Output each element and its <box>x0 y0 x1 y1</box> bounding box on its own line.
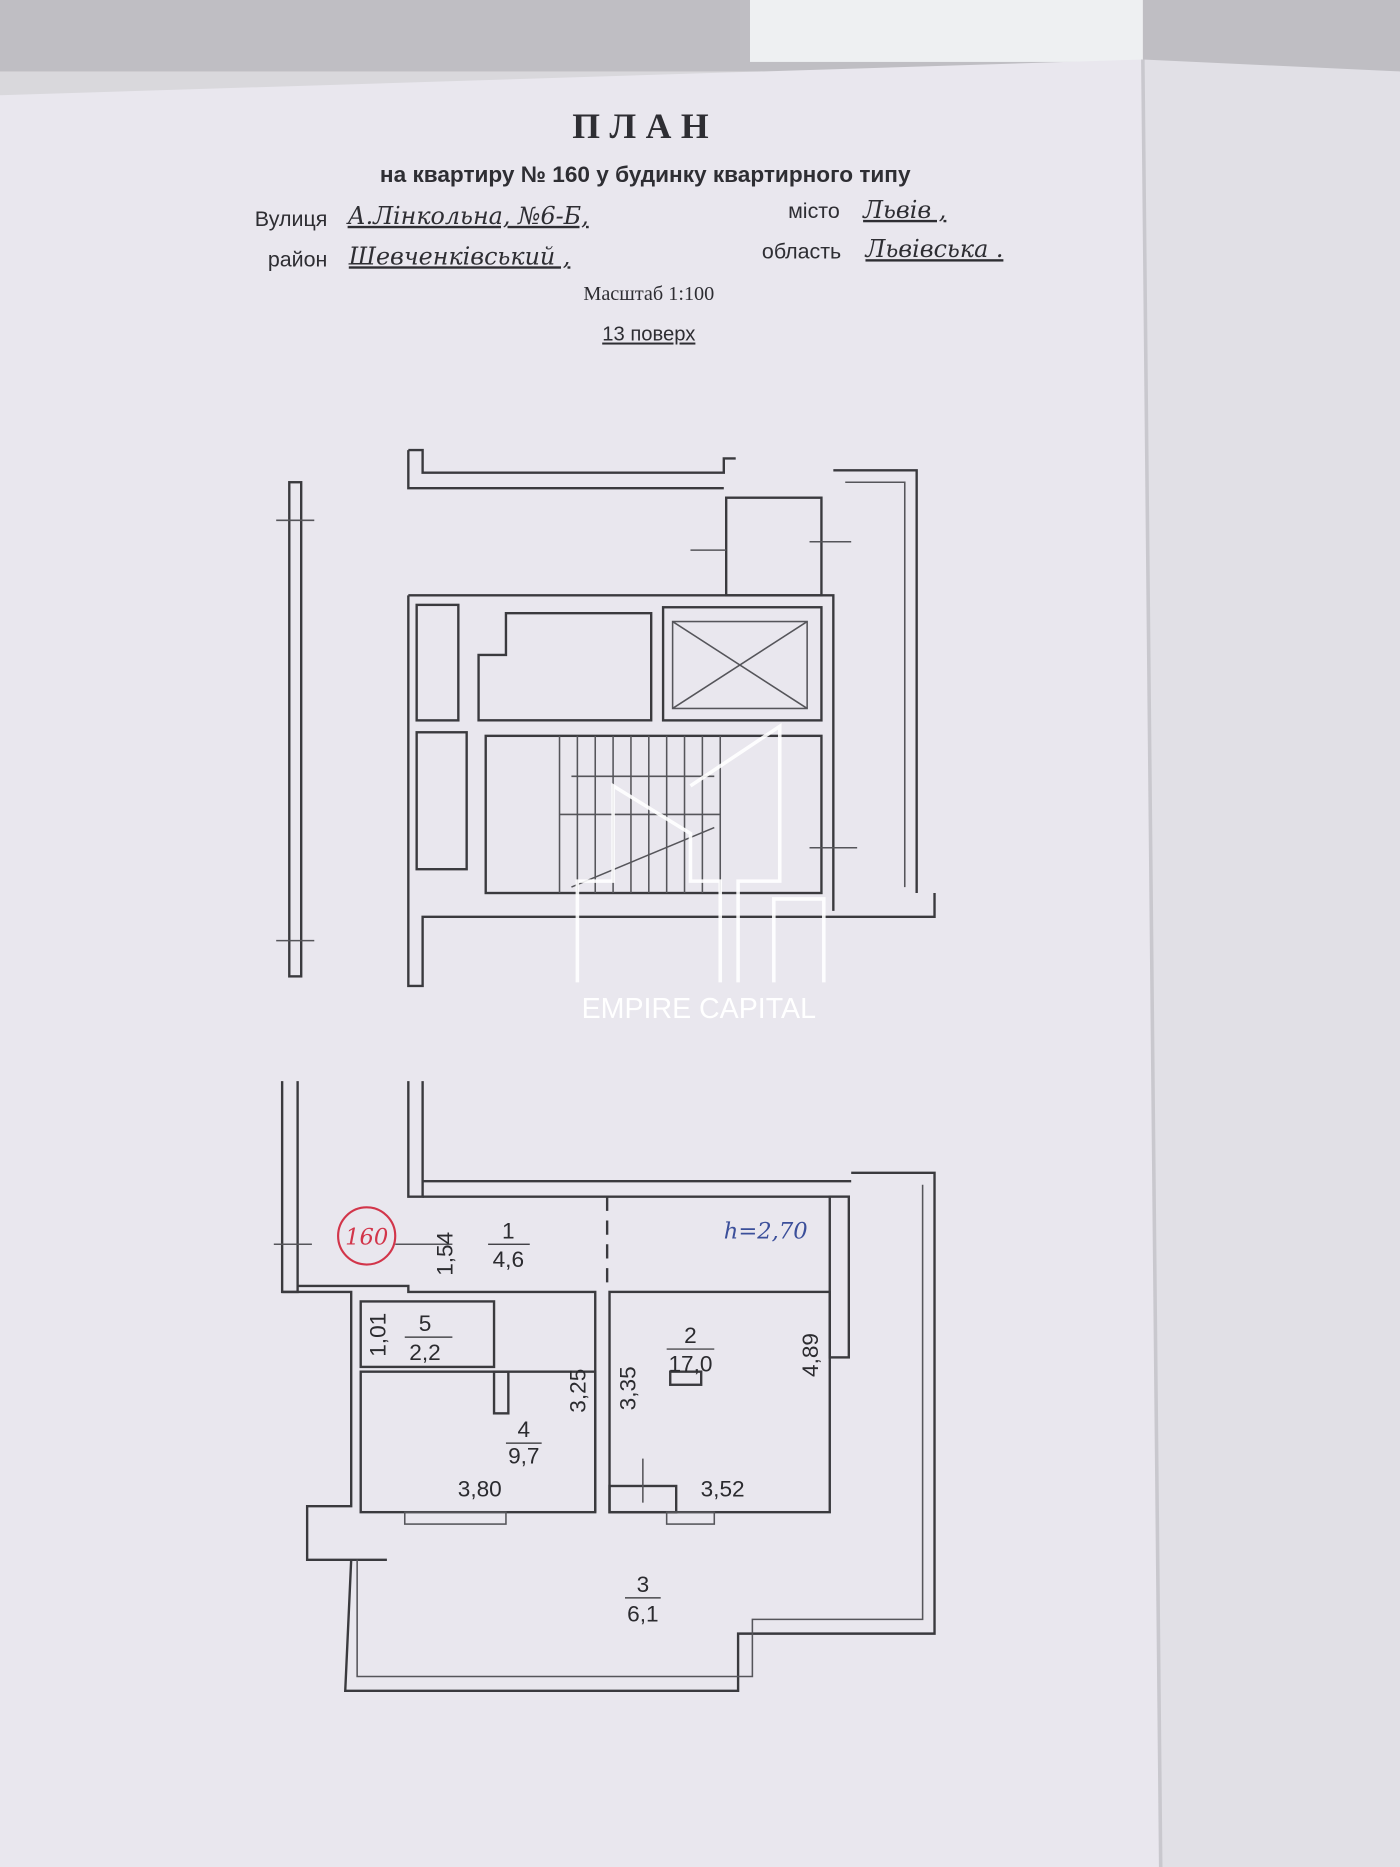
dimension-4-89: 4,89 <box>798 1333 823 1377</box>
room-4-number: 4 <box>518 1417 531 1442</box>
dimension-3-52: 3,52 <box>701 1477 745 1502</box>
empire-capital-watermark: EMPIRE CAPITAL <box>575 722 826 1025</box>
elevator-shaft <box>661 606 823 722</box>
apartment-number-stamp <box>337 1206 397 1266</box>
window <box>665 1511 716 1525</box>
room-3-area: 6,1 <box>627 1602 658 1627</box>
room-2-area: 17,0 <box>668 1352 712 1377</box>
background-object <box>750 0 1143 62</box>
district-value: Шевченківський , <box>348 242 571 270</box>
scale-text: Масштаб 1:100 <box>583 283 714 305</box>
loggia-outline <box>343 1171 936 1692</box>
paper-fold <box>1141 59 1163 1867</box>
dimension-3-80: 3,80 <box>458 1477 502 1502</box>
apartment-plan: 160 h=2,70 1 4,6 2 17,0 3 6,1 4 9,7 5 2,… <box>273 1081 936 1692</box>
room-4-area: 9,7 <box>508 1443 539 1468</box>
room-1-number: 1 <box>502 1218 515 1243</box>
staircase <box>484 734 823 895</box>
dimension-3-25: 3,25 <box>566 1369 591 1413</box>
document-header: ПЛАН на квартиру № 160 у будинку квартир… <box>255 106 1004 345</box>
building-core-plan <box>276 448 936 988</box>
room-2-outline <box>608 1290 831 1514</box>
plan-title: ПЛАН <box>572 106 718 146</box>
plan-subtitle: на квартиру № 160 у будинку квартирного … <box>380 162 911 187</box>
floor-text: 13 поверх <box>602 324 695 346</box>
watermark-text: EMPIRE CAPITAL <box>582 993 816 1025</box>
room-5-number: 5 <box>419 1311 432 1336</box>
room-5-outline <box>359 1300 496 1369</box>
background-surface <box>0 0 1400 72</box>
street-value: А.Лінкольна, №6-Б, <box>346 202 589 230</box>
ceiling-height: h=2,70 <box>724 1218 808 1244</box>
left-wall-segment <box>288 481 303 978</box>
street-label: Вулиця <box>255 207 328 231</box>
paper-sheet-right <box>1142 59 1400 1867</box>
room-5-area: 2,2 <box>409 1340 440 1365</box>
room-3-number: 3 <box>637 1572 650 1597</box>
district-label: район <box>268 248 328 272</box>
city-value: Львів , <box>862 196 946 224</box>
room-1-area: 4,6 <box>493 1247 524 1272</box>
apartment-number: 160 <box>345 1224 388 1250</box>
watermark-logo-icon <box>575 782 723 983</box>
region-label: область <box>762 239 841 263</box>
paper-sheet <box>0 59 1161 1867</box>
room-2-number: 2 <box>684 1323 697 1348</box>
dimension-3-35: 3,35 <box>616 1366 641 1410</box>
city-label: місто <box>788 199 840 223</box>
dimension-1-01: 1,01 <box>366 1313 391 1357</box>
balcony-door <box>828 1195 850 1359</box>
dimension-1-54: 1,54 <box>432 1232 457 1276</box>
window <box>403 1511 507 1525</box>
region-value: Львівська . <box>864 235 1003 263</box>
